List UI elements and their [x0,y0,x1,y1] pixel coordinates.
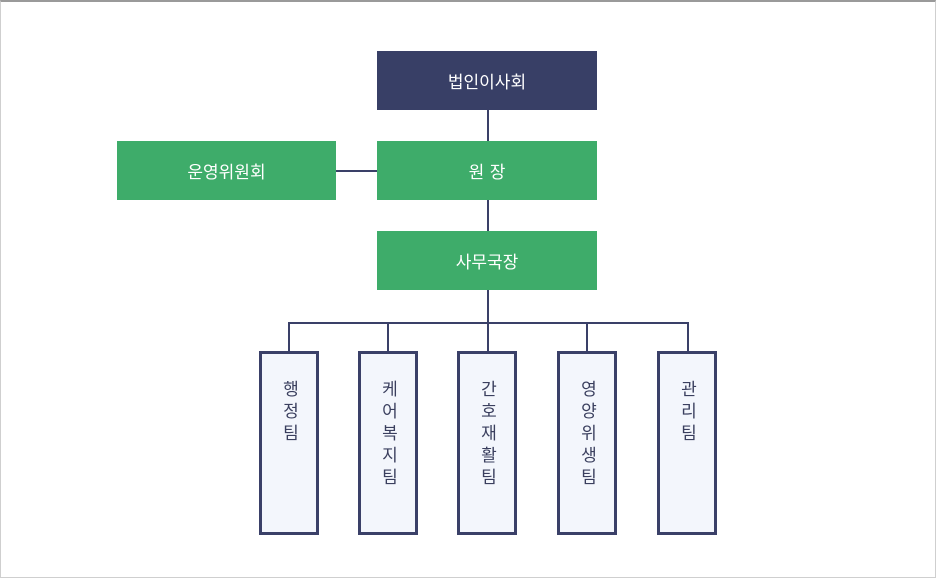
team-box-management: 관리팀 [657,351,717,535]
connector-team-2 [387,322,389,352]
team-box-admin: 행정팀 [259,351,319,535]
connector-team-3 [487,322,489,352]
team-box-care-welfare: 케어복지팀 [358,351,418,535]
connector-team-4 [586,322,588,352]
secretary-general-box: 사무국장 [377,231,597,290]
connector-team-1 [288,322,290,352]
connector-board-director [487,110,489,142]
team-label: 영양위생팀 [576,380,597,490]
committee-box: 운영위원회 [117,141,336,200]
team-box-nursing-rehab: 간호재활팀 [457,351,517,535]
connector-committee-director [336,170,377,172]
team-label: 관리팀 [676,380,697,446]
team-box-nutrition-hygiene: 영양위생팀 [557,351,617,535]
team-label: 행정팀 [278,380,299,446]
connector-team-5 [687,322,689,352]
connector-director-secretary [487,200,489,232]
director-box: 원 장 [377,141,597,200]
team-label: 케어복지팀 [377,380,398,490]
team-label: 간호재활팀 [476,380,497,490]
connector-secretary-branch [487,290,489,323]
board-box: 법인이사회 [377,51,597,110]
